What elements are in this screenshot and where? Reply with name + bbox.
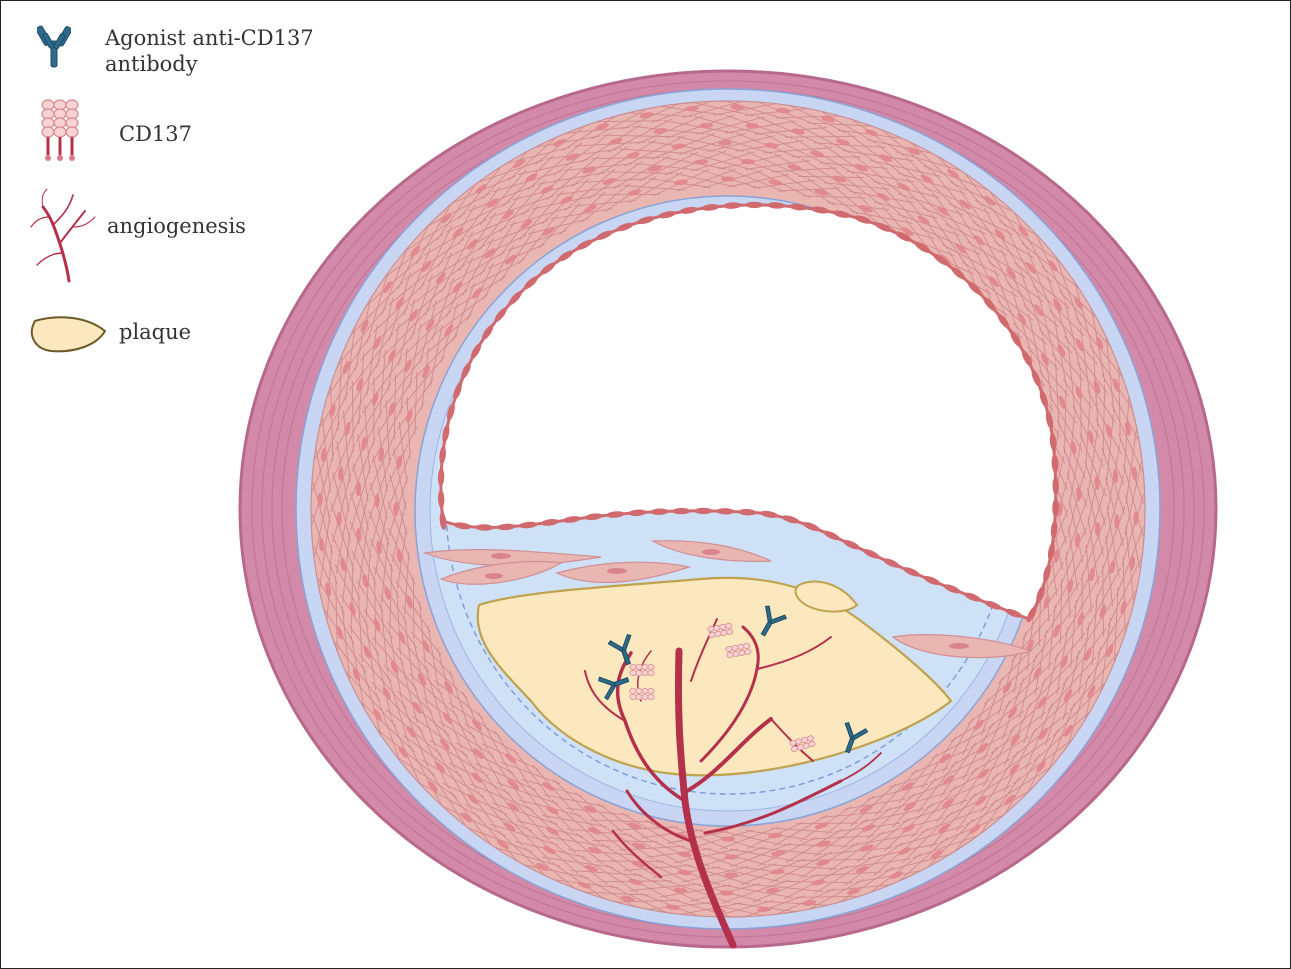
artery-cross-section	[1, 1, 1290, 968]
figure-frame: Agonist anti-CD137 antibody CD137 angiog…	[0, 0, 1291, 969]
